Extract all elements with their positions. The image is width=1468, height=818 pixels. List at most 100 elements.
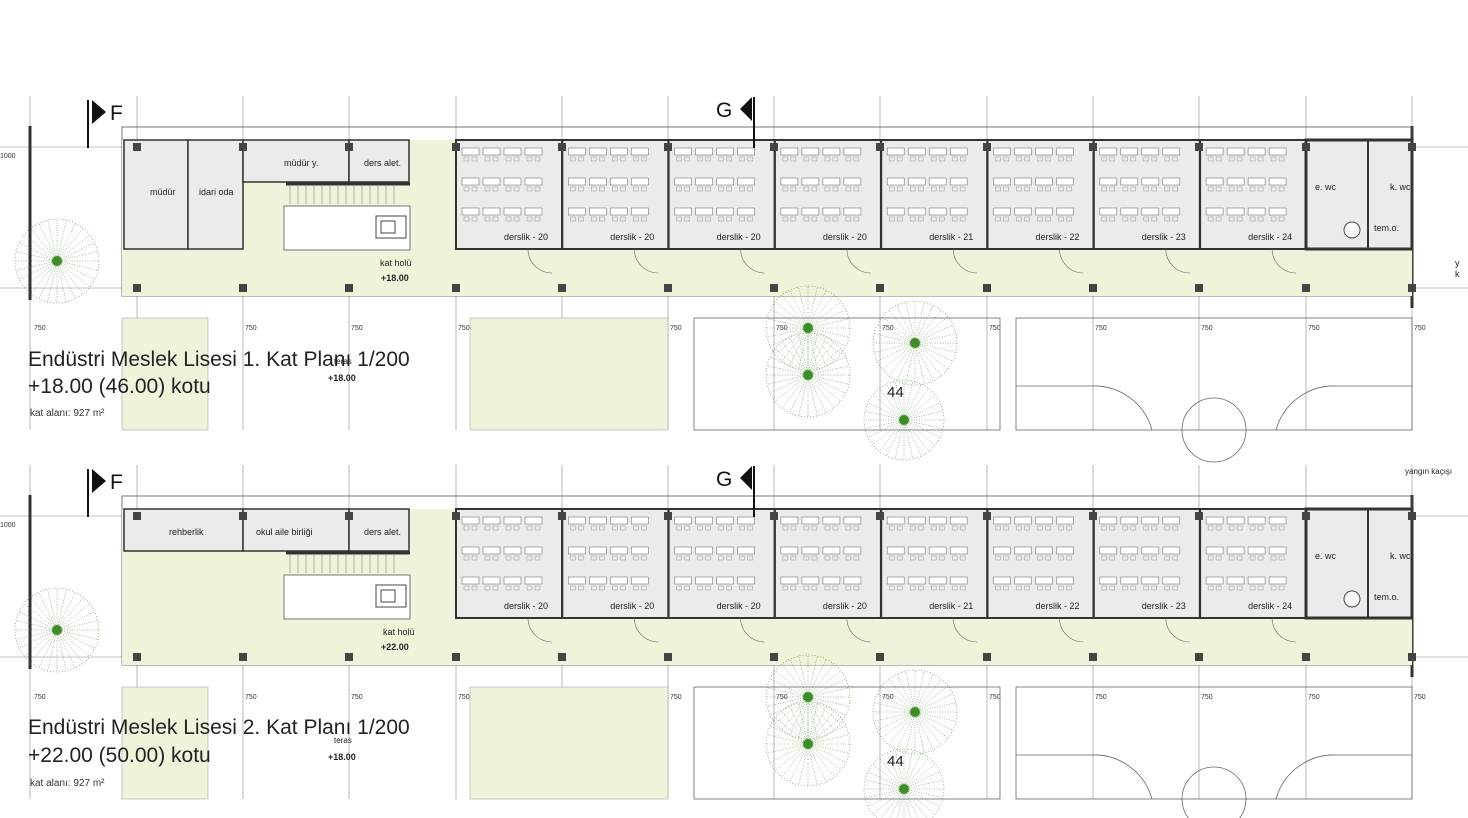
court-line	[1016, 385, 1153, 431]
chair	[1207, 555, 1214, 561]
chair	[1143, 525, 1150, 531]
tree-branch	[766, 318, 809, 329]
tree-branch	[903, 771, 941, 790]
office-room	[187, 139, 244, 250]
chair	[726, 525, 732, 531]
tree-branch	[56, 629, 76, 668]
desk	[524, 516, 543, 525]
chair	[832, 186, 839, 192]
column	[876, 512, 884, 520]
tree-branch	[807, 327, 835, 361]
chair	[1122, 555, 1129, 561]
chair	[1172, 585, 1179, 591]
chair	[599, 555, 605, 561]
tree-branch	[798, 743, 809, 786]
chair	[641, 555, 647, 561]
chair	[591, 525, 597, 531]
chair	[959, 555, 966, 561]
desk	[737, 546, 755, 555]
chair	[1207, 585, 1214, 591]
tree-branch	[894, 749, 905, 790]
desk	[716, 207, 734, 216]
chair	[909, 186, 916, 192]
chair	[718, 186, 724, 192]
desk	[716, 576, 734, 585]
tree-branch	[903, 388, 930, 421]
desk	[886, 147, 905, 156]
tree-canopy	[765, 701, 851, 787]
chair	[492, 555, 499, 561]
section-label-f: F	[110, 471, 123, 494]
chair	[938, 216, 945, 222]
first-floor-labels: Endüstri Meslek Lisesi 1. Kat Planı 1/20…	[28, 158, 1460, 419]
chair	[1228, 525, 1235, 531]
chair	[570, 156, 576, 162]
chair	[1045, 156, 1051, 162]
chair	[790, 555, 797, 561]
tree-branch	[889, 788, 905, 818]
chair	[676, 216, 682, 222]
chair	[845, 156, 852, 162]
tree-branch	[807, 374, 850, 385]
chair	[633, 525, 639, 531]
chair	[1101, 585, 1108, 591]
chair	[1236, 156, 1243, 162]
tree-branch	[56, 260, 90, 288]
tree-branch	[798, 286, 809, 329]
desk	[1226, 516, 1245, 525]
tree-branch	[807, 374, 818, 417]
tree-branch	[807, 717, 841, 745]
tree-branch	[56, 629, 95, 649]
chair	[726, 216, 732, 222]
chair	[1045, 585, 1051, 591]
column	[133, 512, 141, 520]
tree-branch	[807, 696, 818, 739]
classroom	[561, 139, 670, 250]
classroom-label: derslik - 20	[823, 601, 867, 611]
desk-grid	[886, 516, 968, 591]
desk	[843, 516, 862, 525]
elevator-car	[380, 220, 396, 234]
chair	[705, 555, 711, 561]
desk	[1205, 147, 1224, 156]
chair	[938, 525, 945, 531]
column	[664, 143, 672, 151]
desk	[1247, 207, 1266, 216]
tree-branch	[24, 629, 58, 657]
court-circle	[1181, 766, 1247, 818]
tree-branch	[775, 743, 809, 771]
chair	[917, 525, 924, 531]
desk	[630, 207, 649, 216]
desk	[674, 177, 692, 186]
chair	[1101, 216, 1108, 222]
chair	[1270, 525, 1277, 531]
dimension-label: 750	[351, 694, 363, 701]
chair	[505, 585, 512, 591]
tree-branch	[905, 301, 916, 344]
tree-branch	[770, 743, 809, 763]
plan-title: Endüstri Meslek Lisesi 2. Kat Planı 1/20…	[28, 716, 410, 739]
chair	[612, 585, 618, 591]
chair	[641, 525, 647, 531]
desk	[1035, 546, 1053, 555]
desk	[503, 576, 522, 585]
column	[133, 143, 141, 151]
chair	[853, 156, 860, 162]
tree-branch	[807, 327, 846, 347]
door-swing	[952, 248, 978, 274]
chair	[463, 525, 470, 531]
desk-grid	[461, 516, 543, 591]
tree-branch	[775, 717, 809, 745]
accessible-symbol	[1343, 590, 1361, 608]
chair	[1045, 555, 1051, 561]
tree-branch	[781, 743, 809, 777]
chair	[513, 525, 520, 531]
desk	[1247, 516, 1266, 525]
tree-branch	[903, 763, 936, 790]
chair	[888, 156, 895, 162]
desk	[674, 207, 692, 216]
desk	[482, 516, 501, 525]
tree-branch	[30, 597, 58, 631]
chair	[1130, 156, 1137, 162]
chair	[1122, 585, 1129, 591]
